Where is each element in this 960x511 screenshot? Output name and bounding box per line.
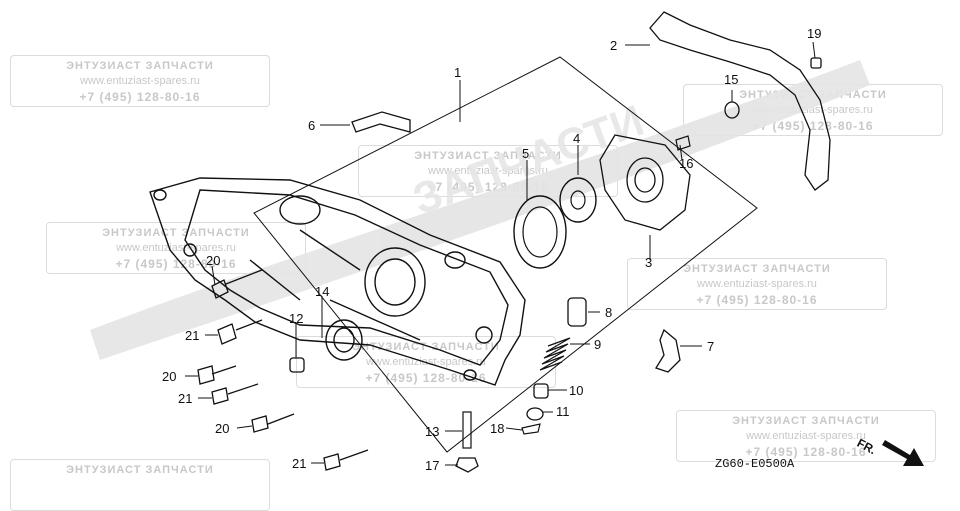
diagram-drawing: ЗАПЧАСТИ [90, 11, 924, 473]
small-bolt [675, 135, 691, 151]
callout-5: 5 [522, 146, 530, 161]
stud-bolt [462, 411, 472, 449]
callout-4: 4 [573, 131, 581, 146]
parts-diagram: ЭНТУЗИАСТ ЗАПЧАСТИ www.entuziast-spares.… [10, 11, 943, 511]
callout-20: 20 [162, 369, 177, 384]
watermark-title: ЭНТУЗИАСТ ЗАПЧАСТИ [352, 341, 500, 353]
sealing-washer [526, 407, 544, 421]
callout-2: 2 [610, 38, 618, 53]
watermark-phone: +7 (495) 128-80-16 [365, 371, 487, 385]
watermark-title: ЭНТУЗИАСТ ЗАПЧАСТИ [66, 464, 214, 476]
flange-bolt [211, 383, 259, 405]
watermark-title: ЭНТУЗИАСТ ЗАПЧАСТИ [66, 60, 214, 72]
front-direction-arrow: FR. [855, 436, 924, 466]
flange-nut [455, 457, 479, 473]
flange-bolt [197, 365, 237, 385]
callout-20: 20 [215, 421, 230, 436]
gasket [649, 11, 831, 191]
relief-valve [567, 297, 587, 327]
callout-20: 20 [206, 253, 221, 268]
watermark-title: ЭНТУЗИАСТ ЗАПЧАСТИ [414, 150, 562, 162]
watermark-title: ЭНТУЗИАСТ ЗАПЧАСТИ [102, 227, 250, 239]
watermark-url: www.entuziast-spares.ru [116, 242, 236, 254]
watermark-phone: +7 (495) 128-80-16 [752, 119, 874, 133]
flange-bolt [251, 413, 295, 433]
breather-pipe [351, 111, 411, 133]
watermark-phone: +7 (495) 128-80-16 [115, 257, 237, 271]
swoosh-watermark: ЗАПЧАСТИ [90, 60, 870, 360]
callout-12: 12 [289, 311, 304, 326]
callout-13: 13 [425, 424, 440, 439]
callout-9: 9 [594, 337, 602, 352]
relief-cap [533, 383, 549, 399]
flange-bolts [197, 269, 369, 471]
callout-21: 21 [178, 391, 193, 406]
callout-1: 1 [454, 65, 462, 80]
callout-21: 21 [292, 456, 307, 471]
leader-lines [185, 41, 816, 466]
relief-spring [539, 337, 571, 371]
watermark-url: www.entuziast-spares.ru [697, 278, 817, 290]
flange-bolt [217, 319, 263, 345]
oil-seal [325, 319, 363, 361]
callout-3: 3 [645, 255, 653, 270]
callout-18: 18 [490, 421, 505, 436]
flange-bolt [211, 269, 263, 299]
watermark-phone: +7 (495) 128-80-16 [745, 445, 867, 459]
callout-10: 10 [569, 383, 584, 398]
watermark-url: www.entuziast-spares.ru [746, 430, 866, 442]
callout-19: 19 [807, 26, 822, 41]
callout-6: 6 [308, 118, 316, 133]
watermark-title: ЭНТУЗИАСТ ЗАПЧАСТИ [732, 415, 880, 427]
inner-rotor [559, 177, 597, 223]
outer-rotor-inner [522, 206, 558, 258]
parts-group-outline [253, 56, 758, 453]
diagram-code: ZG60-E0500A [715, 457, 795, 471]
callout-8: 8 [605, 305, 613, 320]
watermark-title: ЭНТУЗИАСТ ЗАПЧАСТИ [683, 263, 831, 275]
callout-16: 16 [679, 156, 694, 171]
watermark-phone: +7 (495) 128-80-16 [79, 90, 201, 104]
watermark-url: www.entuziast-spares.ru [80, 75, 200, 87]
outer-rotor [513, 195, 567, 269]
watermark-box: ЭНТУЗИАСТ ЗАПЧАСТИ www.entuziast-spares.… [46, 222, 306, 274]
watermark-phone: +7 (495) 128-80-16 [696, 293, 818, 307]
callout-15: 15 [724, 72, 739, 87]
pipe-bend [655, 328, 681, 373]
retaining-clip [521, 423, 541, 435]
watermark-box: ЭНТУЗИАСТ ЗАПЧАСТИ www.entuziast-spares.… [10, 55, 270, 107]
inner-rotor-hub [570, 190, 586, 210]
callout-17: 17 [425, 458, 440, 473]
watermark-url: www.entuziast-spares.ru [428, 165, 548, 177]
flange-bolt [323, 449, 369, 471]
direction-label: FR. [855, 436, 879, 457]
callout-7: 7 [707, 339, 715, 354]
callout-14: 14 [315, 284, 330, 299]
callout-11: 11 [556, 404, 570, 419]
callout-21: 21 [185, 328, 200, 343]
watermark-box: ЭНТУЗИАСТ ЗАПЧАСТИ www.entuziast-spares.… [676, 410, 936, 462]
watermark-box: ЭНТУЗИАСТ ЗАПЧАСТИ www.entuziast-spares.… [627, 258, 887, 310]
oil-pump-cover [599, 134, 691, 231]
dowel-pin [810, 57, 822, 69]
sensor [289, 357, 305, 373]
